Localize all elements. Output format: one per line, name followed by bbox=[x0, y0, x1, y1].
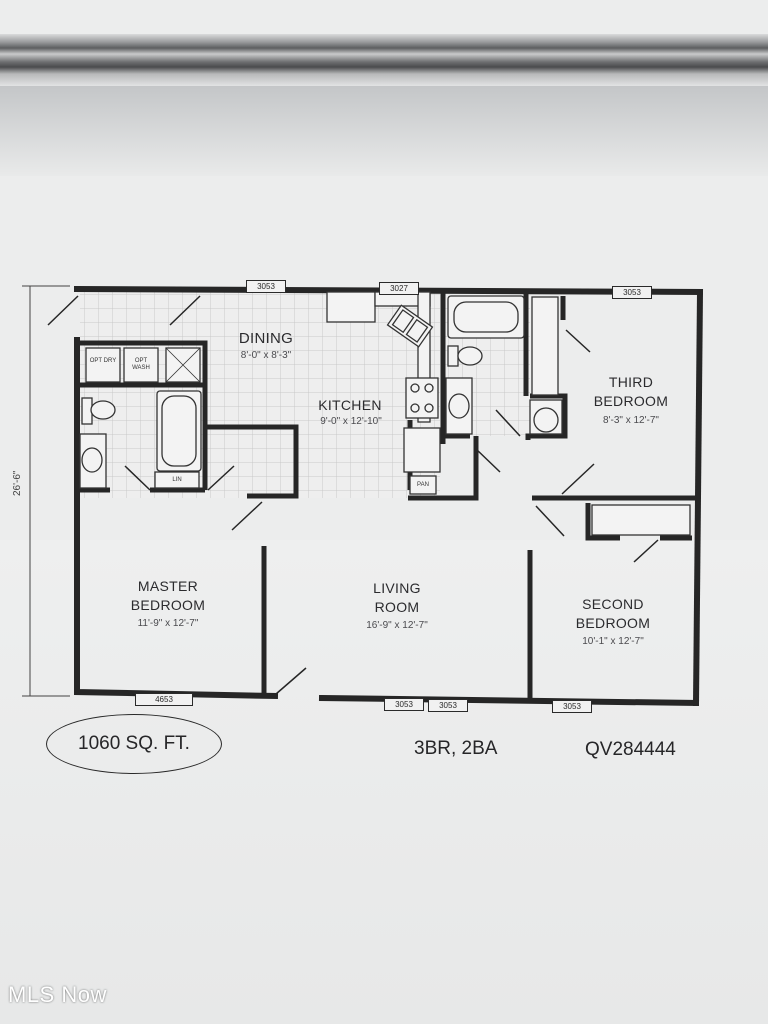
watermark-logo: MLS Now bbox=[8, 982, 107, 1007]
square-footage-text: 1060 SQ. FT. bbox=[78, 733, 190, 754]
paper-sheet bbox=[0, 540, 768, 1024]
dining-label: DINING bbox=[238, 330, 294, 347]
overall-depth-label: 26'-6" bbox=[12, 470, 23, 496]
linen-label: LIN bbox=[172, 477, 182, 483]
master-bedroom-line1: MASTER bbox=[137, 578, 199, 594]
second-bedroom-label: SECOND BEDROOM bbox=[553, 595, 673, 633]
second-bedroom-line1: SECOND bbox=[582, 596, 644, 612]
master-bedroom-dims: 11'-9" x 12'-7" bbox=[137, 618, 199, 629]
third-bedroom-line1: THIRD bbox=[608, 374, 654, 390]
bed-bath-summary: 3BR, 2BA bbox=[414, 738, 498, 759]
living-room-line2: ROOM bbox=[374, 599, 420, 615]
third-bedroom-label: THIRD BEDROOM bbox=[571, 373, 691, 411]
window-tag-top-right: 3053 bbox=[612, 286, 652, 299]
washer-label: OPT WASH bbox=[132, 358, 150, 371]
door-swings bbox=[47, 295, 659, 695]
kitchen-label: KITCHEN bbox=[318, 397, 382, 413]
second-bedroom-dims: 10'-1" x 12'-7" bbox=[582, 636, 644, 647]
window-tag-bottom-living-2: 3053 bbox=[428, 699, 468, 712]
living-room-label: LIVING ROOM bbox=[337, 579, 457, 617]
window-tag-top-left: 3053 bbox=[246, 280, 286, 293]
window-tag-bottom-second: 3053 bbox=[552, 700, 592, 713]
binder-strip bbox=[0, 34, 768, 86]
living-room-dims: 16'-9" x 12'-7" bbox=[366, 620, 428, 631]
pantry-label: PAN bbox=[417, 482, 429, 488]
overall-dimension-line bbox=[22, 285, 70, 697]
dryer-label: OPT DRY bbox=[89, 358, 117, 364]
window-tag-bottom-living-1: 3053 bbox=[384, 698, 424, 711]
window-tag-bottom-master: 4653 bbox=[135, 693, 193, 706]
master-bedroom-label: MASTER BEDROOM bbox=[108, 577, 228, 615]
dining-dims: 8'-0" x 8'-3" bbox=[240, 350, 292, 361]
third-bedroom-dims: 8'-3" x 12'-7" bbox=[603, 415, 659, 426]
paper-shadow bbox=[0, 86, 768, 176]
square-footage-badge: 1060 SQ. FT. bbox=[46, 714, 222, 774]
model-number: QV284444 bbox=[585, 739, 676, 760]
fixtures bbox=[79, 291, 691, 536]
third-bedroom-line2: BEDROOM bbox=[593, 393, 669, 409]
window-tag-top-kitchen: 3027 bbox=[379, 282, 419, 295]
living-room-line1: LIVING bbox=[373, 580, 421, 596]
kitchen-dims: 9'-0" x 12'-10" bbox=[320, 416, 382, 427]
master-bedroom-line2: BEDROOM bbox=[130, 597, 206, 613]
second-bedroom-line2: BEDROOM bbox=[575, 615, 651, 631]
